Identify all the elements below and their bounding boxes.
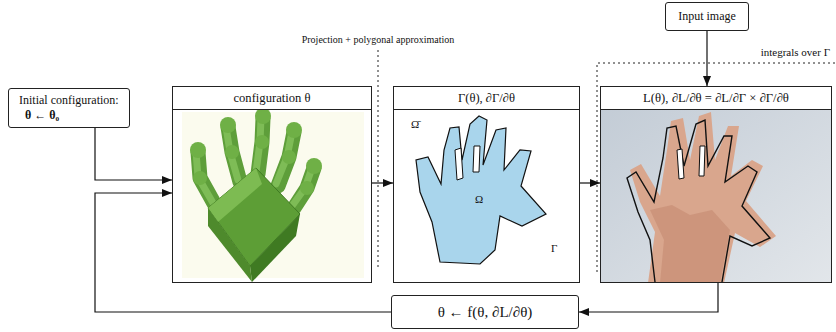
separator-line xyxy=(378,50,379,270)
step-label: Projection + polygonal approximation xyxy=(302,34,455,46)
flow-arrow xyxy=(706,31,707,86)
start-box: Initial configuration:θ ← θ₀ xyxy=(8,88,130,128)
hand-silhouette xyxy=(416,116,546,264)
step-label: integrals over Γ xyxy=(761,46,830,59)
hand-photo xyxy=(601,109,831,282)
panel-title: L(θ), ∂L/∂θ = ∂L/∂Γ × ∂Γ/∂θ xyxy=(601,87,831,110)
likelihood-panel: L(θ), ∂L/∂θ = ∂L/∂Γ × ∂Γ/∂θ xyxy=(600,86,832,283)
panel-title: configuration θ xyxy=(173,87,371,110)
heading-text: Initial configuration: xyxy=(19,93,119,108)
flow-arrow xyxy=(579,283,718,312)
contour-label: Γ xyxy=(551,242,557,255)
flow-arrow xyxy=(95,193,391,312)
panel-title: Γ(θ), ∂Γ/∂θ xyxy=(394,87,579,110)
input-box: Input image xyxy=(665,2,749,31)
flow-arrow xyxy=(580,182,600,183)
assignment-text: θ ← θ₀ xyxy=(19,108,119,123)
flow-arrow xyxy=(372,182,393,183)
hand-model xyxy=(182,108,364,282)
box-text: θ ← f(θ, ∂L/∂θ) xyxy=(408,296,562,328)
model-panel: configuration θ xyxy=(172,86,372,283)
region-label: Ω̄ xyxy=(411,118,419,131)
update-box: θ ← f(θ, ∂L/∂θ) xyxy=(391,295,579,329)
box-text: Input image xyxy=(678,9,736,24)
region-label: Ω xyxy=(475,193,483,206)
flow-arrow xyxy=(95,128,172,180)
